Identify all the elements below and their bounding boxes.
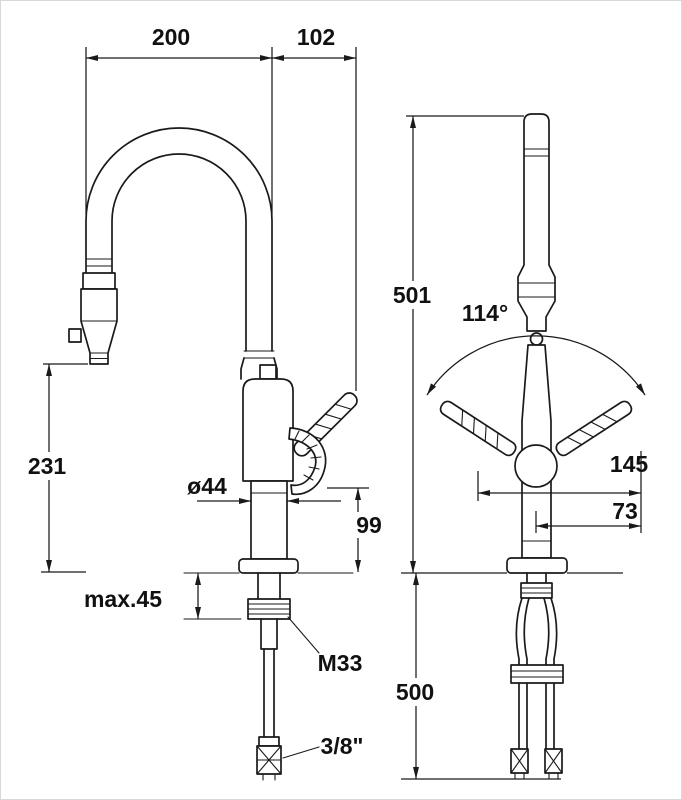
base-flange-side [506,557,568,574]
leader-line-38 [282,746,320,759]
dim-label-114: 114° [462,300,508,326]
spout-hose-outer [85,127,273,352]
spray-head-collar [82,272,116,290]
dim-label-500: 500 [396,679,434,705]
hose-end-left-hatch [510,748,529,774]
dim-label-145: 145 [610,451,649,477]
spray-head-side-lines [517,148,556,298]
dim-label-m33: M33 [318,650,363,676]
side-view [401,113,633,780]
supply-hose-right [543,597,558,750]
hose-bracket [510,664,564,684]
handle-position-left [439,400,517,457]
hose-connector-hatch [256,745,282,775]
angle-arc-114 [426,335,646,396]
base-flange-front [238,558,299,574]
dim-label-200: 200 [152,24,190,50]
dim-label-38: 3/8" [321,733,364,759]
shank-lower [260,618,278,650]
dim-label-501: 501 [393,282,432,308]
pivot-pin [529,332,544,346]
spout-joint-lines [243,350,275,359]
dim-label-102: 102 [297,24,335,50]
spray-head-body [80,288,118,365]
shank-side [526,572,547,584]
nut-side-lines [520,587,553,594]
spout-connector [240,357,278,380]
mounting-shank [257,572,281,600]
hose-bracket-lines [510,670,564,678]
body-upper [242,378,294,482]
hose-collar [258,736,280,747]
hose-collar-lines [85,258,113,267]
dim-label-231: 231 [28,453,67,479]
leader-line-m33 [287,616,320,654]
label-mask-500 [393,678,439,706]
front-view [68,127,358,781]
hose-connector-tip [262,773,276,781]
extension-lines-145 [477,451,642,533]
dim-label-73: 73 [612,498,638,524]
lever-handle [293,392,358,457]
mounting-nut-lines [247,603,291,615]
supply-pipe [263,648,275,740]
spray-toggle-button [68,328,82,343]
dim-label-99: 99 [356,512,382,538]
handle-base [288,427,327,496]
hose-end-tips [514,772,559,780]
spray-head-lines [80,320,118,360]
label-mask-501 [390,281,435,309]
connector-detail [259,364,277,380]
dimension-annotations: 200 102 501 231 ø44 99 max.45 M33 3/8" 1… [25,24,649,780]
spout-hose-inner [111,153,247,352]
spray-head-side [517,113,556,332]
handle-position-right [555,400,633,457]
dim-label-max45: max.45 [84,586,162,612]
label-mask-99 [352,512,386,538]
handle-knob [514,444,558,488]
dim-label-diameter: ø44 [187,473,227,499]
label-mask-231 [25,452,70,480]
handle-base-hatch [294,430,322,481]
extension-lines-top [85,47,357,391]
hose-end-right-hatch [544,748,563,774]
supply-hose-left [515,597,530,750]
nut-side [520,582,553,599]
